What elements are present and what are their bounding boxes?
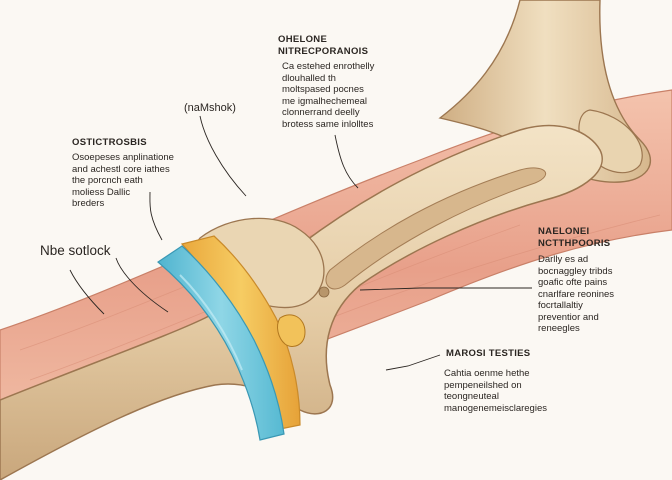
bottom-body-line: teongneuteal (444, 391, 499, 402)
left-body-line: and achestl core iathes (72, 163, 170, 175)
bottom-heading: MAROSI TESTIES (446, 348, 531, 359)
right-body-line: goafic ofte pains (538, 277, 608, 288)
right-body-line: preventior and (538, 311, 599, 323)
right-body-line: cnarlfare reonines (538, 288, 615, 300)
tendon-knob (277, 314, 306, 347)
right-body-line: bocnaggley tribds (538, 265, 613, 277)
top-body-line: moltspased pocnes (282, 84, 364, 95)
right-heading-line-1: NAELONEI (538, 226, 590, 237)
leader-left-tag (69, 269, 105, 315)
top-heading-line-1: OHELONE (278, 34, 328, 45)
top-body-line: brotess same inlolltes (282, 118, 374, 130)
leader-left (149, 191, 163, 241)
left-tag: Nbe sotlock (40, 243, 111, 258)
leader-top-tag (199, 115, 247, 197)
right-body-line: focrtallaltiy (538, 300, 583, 311)
cartilage-highlight (179, 274, 243, 371)
top-body-line: dlouhalled th (282, 72, 336, 84)
left-body-line: Osoepeses anplinatione (72, 152, 174, 163)
top-tag: (naMshok) (184, 102, 236, 114)
top-body-line: Ca estehed enrothelly (282, 61, 375, 72)
leader-right (359, 287, 532, 291)
bone-groove (325, 167, 547, 290)
leader-lines (69, 115, 532, 371)
leader-top (334, 134, 359, 189)
top-body: Ca estehed enrothelly dlouhalled th molt… (282, 61, 374, 130)
right-heading: NAELONEI NCTTHPOORIS (538, 226, 610, 250)
right-heading-line-2: NCTTHPOORIS (538, 238, 611, 249)
bottom-body-line: manogenemeisclaregies (444, 402, 547, 414)
leader-bottom (385, 354, 441, 371)
right-body-line: Darlly es ad (538, 254, 589, 265)
left-body-line: breders (72, 198, 105, 209)
top-body-line: me igmalhechemeal (282, 95, 368, 107)
bottom-body-line: pempeneilshed on (444, 379, 522, 391)
left-body-line: the porcnch eath (72, 175, 143, 186)
bottom-body: Cahtia oenme hethe pempeneilshed on teon… (444, 368, 547, 414)
top-body-line: clonnerrand deelly (282, 107, 360, 118)
leader-left-tag-2 (115, 257, 169, 313)
right-body: Darlly es ad bocnaggley tribds goafic of… (538, 254, 614, 335)
left-body: Osoepeses anplinatione and achestl core … (72, 152, 174, 210)
bone-foramen (318, 286, 330, 298)
right-body-line: reneegles (538, 323, 580, 334)
left-body-line: moliess Dallic (72, 186, 131, 198)
top-heading: OHELONE NITRECPORANOIS (278, 34, 368, 58)
cartilage-band (157, 245, 285, 441)
bottom-body-line: Cahtia oenme hethe (444, 368, 530, 379)
left-heading: OSTICTROSBIS (72, 137, 147, 148)
top-heading-line-2: NITRECPORANOIS (278, 46, 369, 57)
